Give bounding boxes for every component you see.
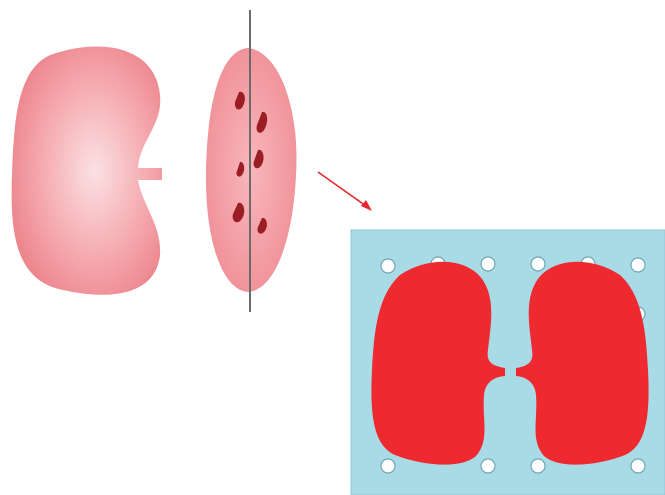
arrow-icon (318, 172, 372, 211)
whole-kidney-icon (12, 47, 162, 295)
plate-hole (481, 459, 495, 473)
sliced-kidney-icon (206, 48, 297, 292)
plate-hole (631, 258, 645, 272)
sliced-kidney-body (206, 48, 297, 292)
plate-hole (631, 459, 645, 473)
plate-hole (381, 459, 395, 473)
plate-hole (481, 257, 495, 271)
plate-hole (381, 259, 395, 273)
plate-hole (531, 257, 545, 271)
plate-hole (531, 459, 545, 473)
whole-kidney-body (12, 47, 162, 295)
kidney-half-right (516, 262, 649, 465)
plate (351, 230, 665, 495)
